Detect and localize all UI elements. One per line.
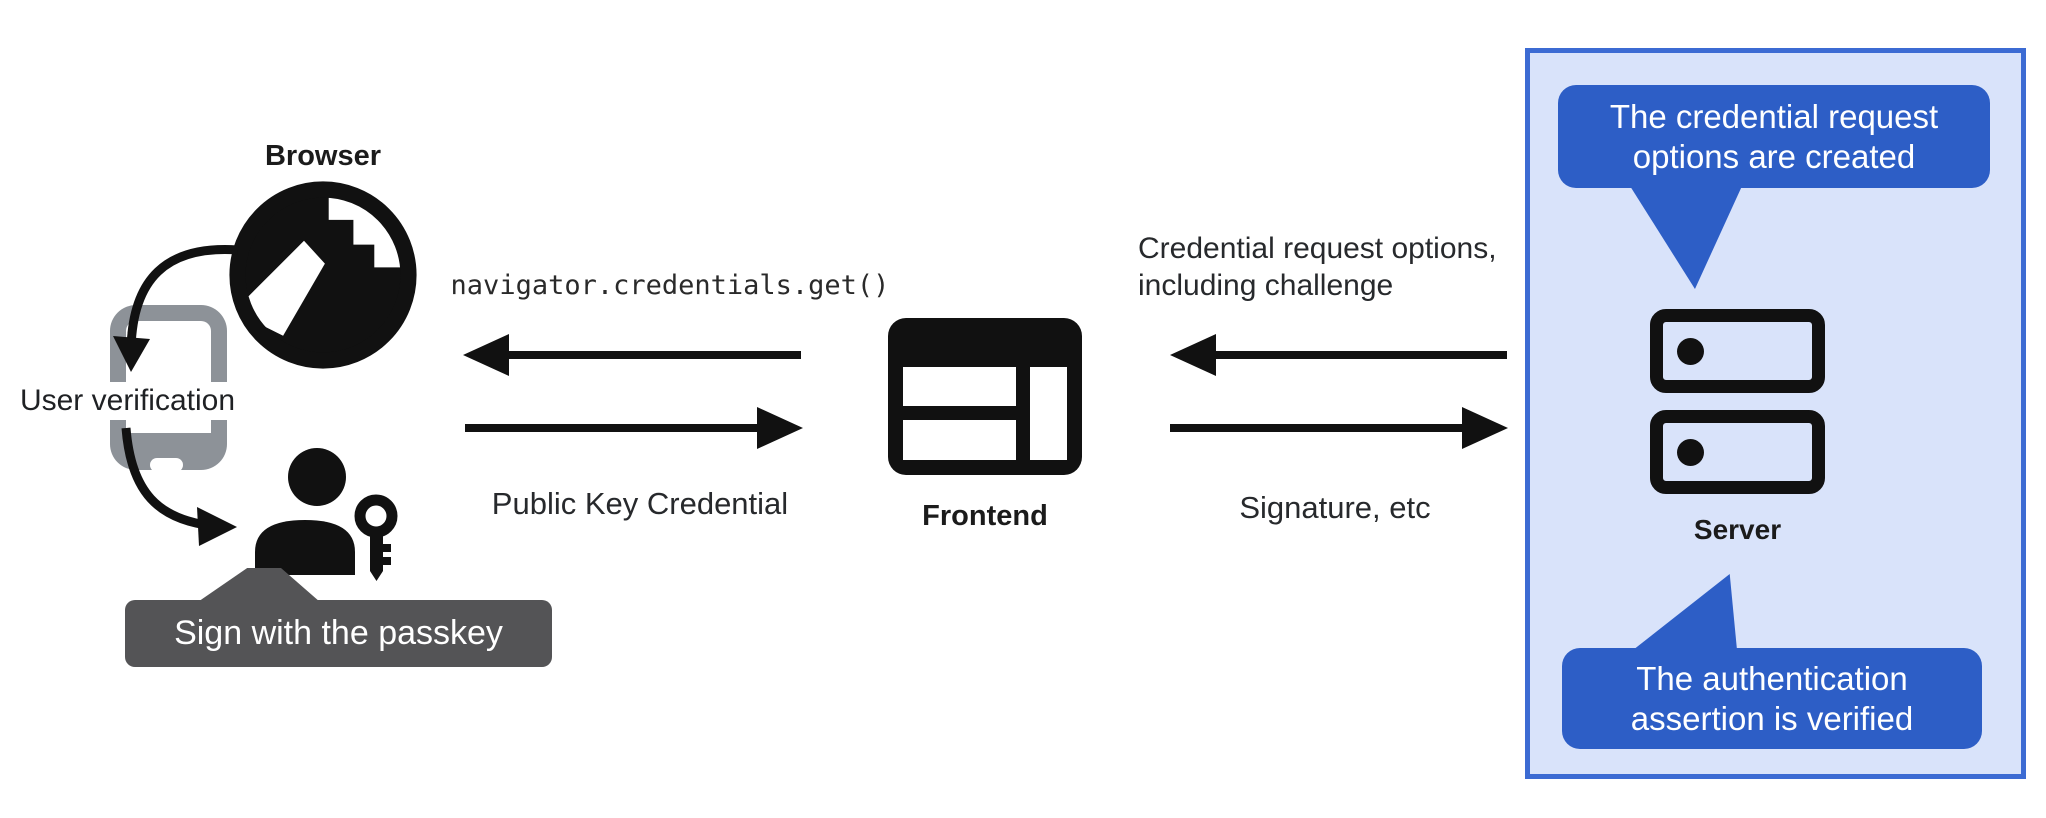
arrow-left-icon [1170, 334, 1216, 376]
signature-etc-label: Signature, etc [1239, 490, 1431, 525]
arrow-left-icon [463, 334, 509, 376]
passkey-callout: Sign with the passkey [125, 600, 552, 667]
server-label: Server [1693, 514, 1782, 545]
browser-label: Browser [264, 140, 382, 172]
frontend-pane-bottom [903, 420, 1016, 460]
credential-request-options-line1: Credential request options, [1138, 232, 1497, 265]
passkey-callout-text: Sign with the passkey [174, 614, 503, 652]
arrow-right-icon [757, 407, 803, 449]
arrow-frontend-to-server [1170, 424, 1462, 432]
arrow-right-icon [1462, 407, 1508, 449]
arrow-frontend-to-browser [505, 351, 801, 359]
globe-icon [229, 181, 417, 369]
frontend-label: Frontend [922, 500, 1048, 532]
credential-request-options-label: Credential request options, including ch… [1138, 230, 1533, 304]
assertion-verified-bubble: The authentication assertion is verified [1562, 648, 1982, 749]
server-stack-icon [1650, 410, 1825, 494]
curved-arrow-icon [113, 245, 239, 546]
arrow-server-to-frontend [1212, 351, 1507, 359]
bubble-bottom-line1: The authentication [1636, 659, 1908, 697]
arrow-browser-to-frontend [465, 424, 757, 432]
public-key-credential-label: Public Key Credential [491, 486, 789, 521]
browser-window-icon [888, 318, 1082, 475]
frontend-pane-top [903, 367, 1016, 406]
bubble-top-line2: options are created [1632, 137, 1916, 175]
bubble-top-line1: The credential request [1609, 97, 1939, 135]
bubble-bottom-line2: assertion is verified [1630, 699, 1914, 737]
server-stack-icon [1650, 309, 1825, 393]
navigator-credentials-call-label: navigator.credentials.get() [450, 270, 890, 301]
credential-request-options-line2: including challenge [1138, 269, 1394, 302]
person-key-icon [255, 448, 400, 590]
phone-home-slot [150, 458, 183, 472]
frontend-pane-side [1030, 367, 1067, 460]
credential-options-created-bubble: The credential request options are creat… [1558, 85, 1990, 188]
user-verification-label: User verification [10, 382, 245, 420]
